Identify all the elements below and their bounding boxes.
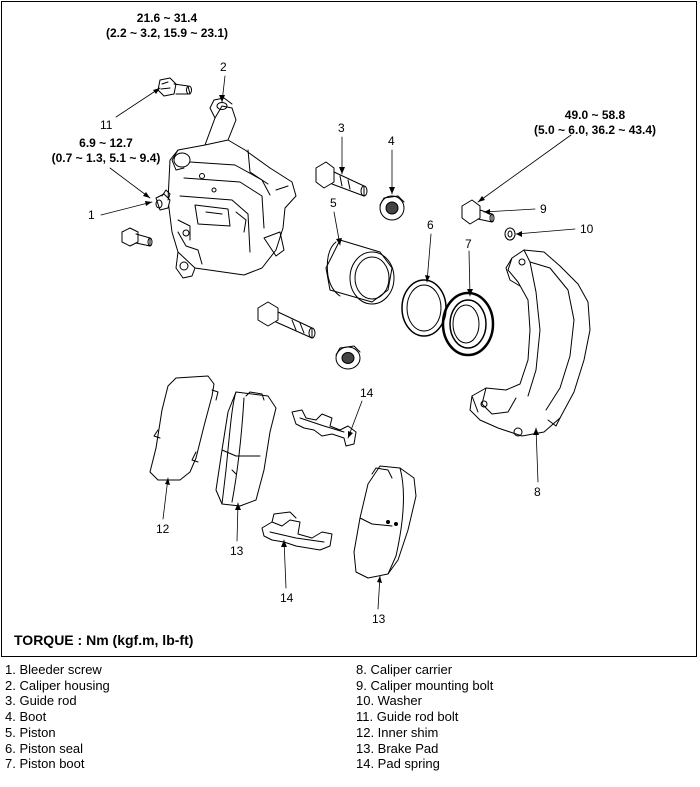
callout-13-right: 13 [372,612,386,626]
washer [504,227,516,241]
callout-14-lower: 14 [280,591,294,605]
legend-item: 7. Piston boot [5,756,85,772]
callout-6: 6 [427,218,434,232]
callout-2: 2 [220,60,227,74]
legend-item: 4. Boot [5,709,47,725]
torque-guide-bolt-nm: 21.6 ~ 31.4 [136,11,198,25]
legend-item: 1. Bleeder screw [5,662,102,677]
legend-item: 3. Guide rod [5,693,77,709]
parts-legend-left: 1. Bleeder screw 2. Caliper housing 3. G… [5,662,110,772]
guide-rod-bolt-lower [121,227,153,247]
torque-units-title: TORQUE : Nm (kgf.m, lb-ft) [14,632,194,648]
callout-5: 5 [330,196,337,210]
torque-guide-bolt-detail: (2.2 ~ 3.2, 15.9 ~ 23.1) [105,26,229,40]
legend-item: 11. Guide rod bolt [356,709,459,725]
legend-item: 12. Inner shim [356,724,439,740]
brake-pad-left [215,391,277,507]
torque-guide-bolt: 21.6 ~ 31.4 (2.2 ~ 3.2, 15.9 ~ 23.1) [92,11,242,41]
callout-13-left: 13 [230,544,244,558]
callout-10: 10 [580,222,594,236]
pad-spring-upper [291,409,357,447]
torque-bleeder-nm: 6.9 ~ 12.7 [79,136,133,150]
boot-lower [335,345,361,370]
parts-legend-right: 8. Caliper carrier 9. Caliper mounting b… [356,662,493,772]
callout-8: 8 [534,485,541,499]
brake-pad-right [353,465,417,579]
legend-item: 13. Brake Pad [356,740,439,756]
legend-item: 5. Piston [5,724,56,740]
torque-bleeder: 6.9 ~ 12.7 (0.7 ~ 1.3, 5.1 ~ 9.4) [36,136,176,166]
legend-item: 2. Caliper housing [5,677,110,693]
torque-mounting-nm: 49.0 ~ 58.8 [564,108,626,122]
pad-spring-lower [261,511,333,551]
bleeder-screw [155,189,171,211]
callout-4: 4 [388,134,395,148]
callout-1: 1 [88,208,95,222]
caliper-housing [167,97,297,279]
legend-item: 6. Piston seal [5,740,84,756]
callout-11: 11 [100,118,113,132]
callout-9: 9 [540,202,547,216]
guide-rod-bolt-top [157,77,192,97]
torque-mounting-bolt: 49.0 ~ 58.8 (5.0 ~ 6.0, 36.2 ~ 43.4) [510,108,680,138]
guide-rod-lower [257,301,316,339]
leader-lines [100,75,576,610]
callout-12: 12 [156,522,170,536]
callout-7: 7 [465,237,472,251]
callout-14-upper: 14 [360,386,374,400]
inner-shim [149,375,219,481]
torque-bleeder-detail: (0.7 ~ 1.3, 5.1 ~ 9.4) [51,151,161,165]
callout-3: 3 [338,121,345,135]
arrowheads [143,88,539,583]
legend-item: 10. Washer [356,693,422,709]
piston-boot [441,291,495,357]
legend-item: 8. Caliper carrier [356,662,453,677]
boot-top [379,195,405,221]
caliper-carrier [469,249,591,437]
guide-rod-top [315,161,368,197]
legend-item: 14. Pad spring [356,756,440,772]
torque-mounting-detail: (5.0 ~ 6.0, 36.2 ~ 43.4) [533,123,657,137]
legend-item: 9. Caliper mounting bolt [356,677,494,693]
piston-seal [401,279,447,337]
piston [325,239,395,305]
